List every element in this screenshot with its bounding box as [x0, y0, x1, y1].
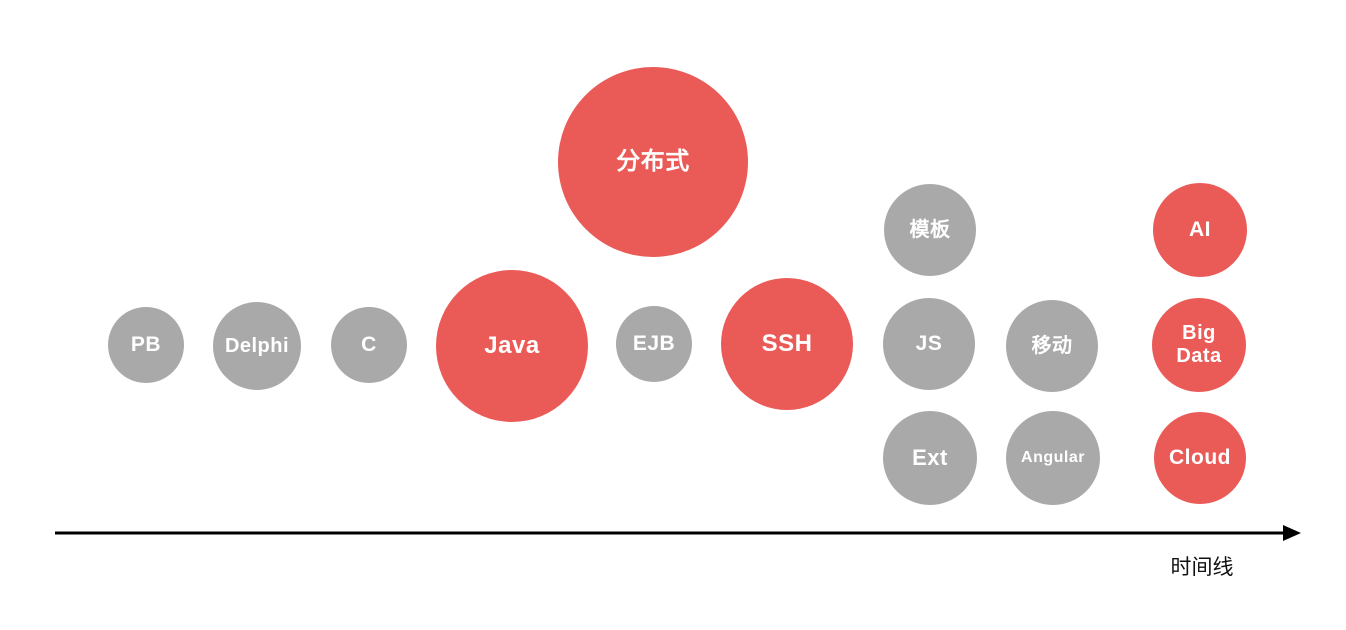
- bubble-label: C: [361, 332, 377, 356]
- bubble-ext: Ext: [883, 411, 977, 505]
- bubble-label: PB: [130, 332, 162, 356]
- bubble-ejb: EJB: [616, 306, 692, 382]
- bubble-mobile: 移动: [1006, 300, 1098, 392]
- bubble-angular: Angular: [1006, 411, 1100, 505]
- bubble-label: SSH: [761, 330, 813, 358]
- bubble-bigdata: Big Data: [1152, 298, 1246, 392]
- bubble-label: 分布式: [616, 148, 690, 176]
- bubble-pb: PB: [108, 307, 184, 383]
- bubble-java: Java: [436, 270, 588, 422]
- bubble-label: Java: [484, 332, 540, 360]
- bubble-ssh: SSH: [721, 278, 853, 410]
- bubble-label: Angular: [1021, 448, 1085, 466]
- bubble-c: C: [331, 307, 407, 383]
- bubble-label: JS: [915, 331, 943, 355]
- bubble-label: Delphi: [224, 334, 290, 357]
- bubble-label: 模板: [909, 218, 951, 241]
- bubble-label: AI: [1189, 217, 1211, 241]
- bubble-template: 模板: [884, 184, 976, 276]
- bubble-label: Ext: [912, 445, 948, 471]
- bubble-distributed: 分布式: [558, 67, 748, 257]
- bubble-js: JS: [883, 298, 975, 390]
- timeline-arrowhead-icon: [1283, 525, 1301, 541]
- bubble-ai: AI: [1153, 183, 1247, 277]
- bubble-label: EJB: [632, 331, 676, 355]
- bubble-label: Cloud: [1169, 445, 1231, 469]
- bubble-cloud: Cloud: [1154, 412, 1246, 504]
- bubble-delphi: Delphi: [213, 302, 301, 390]
- timeline-axis-label: 时间线: [1170, 556, 1234, 579]
- bubble-label: 移动: [1031, 334, 1073, 357]
- bubble-label: Big Data: [1176, 322, 1222, 367]
